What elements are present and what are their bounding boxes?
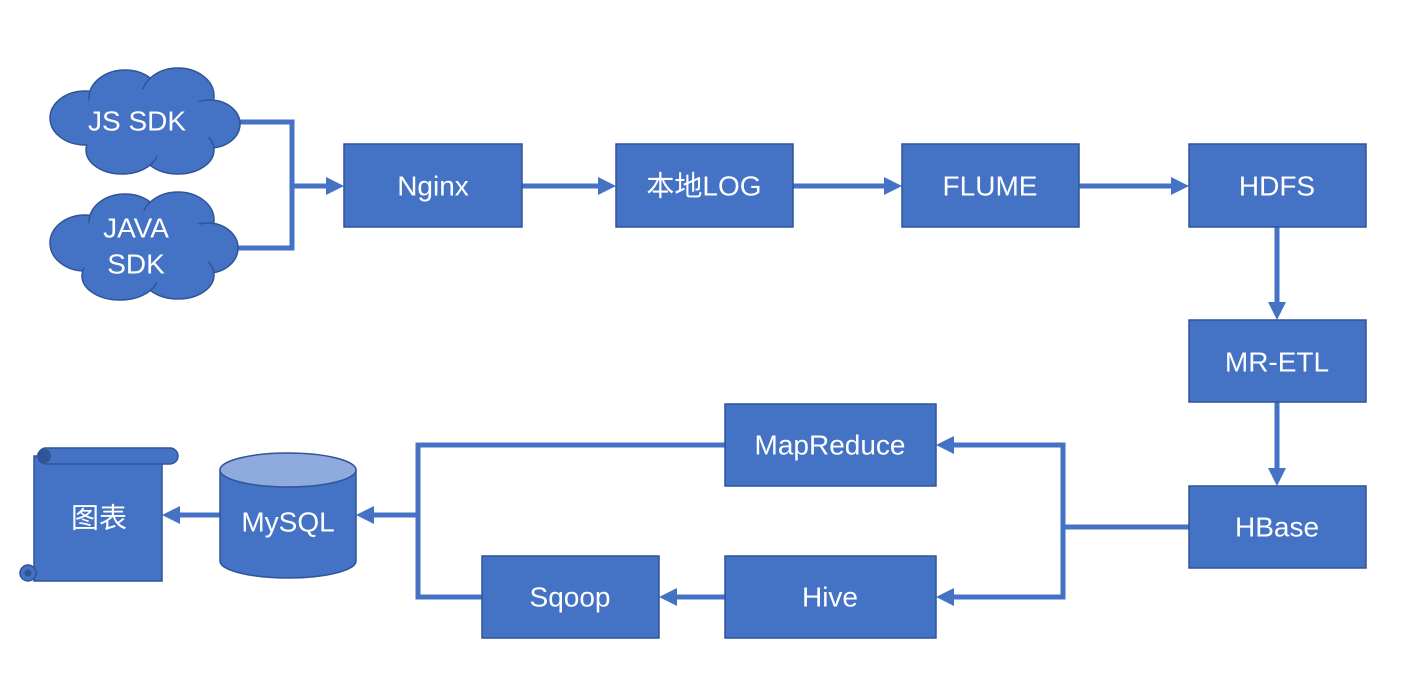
node-nginx: Nginx [343,143,523,228]
scroll-bottom-curl-inner [24,569,32,577]
node-flume-box [901,143,1080,228]
node-chart: 图表 [19,447,179,582]
node-java-sdk: JAVA SDK [49,191,239,301]
scroll-top-roll [37,447,179,465]
arrowhead-into-hive [936,588,954,606]
arrowhead-into-nginx [326,177,344,195]
node-sqoop-label: Sqoop [530,582,611,613]
arrowhead-into-local-log [598,177,616,195]
node-hdfs-box [1188,143,1367,228]
node-sqoop: Sqoop [481,555,660,639]
node-java-sdk-label-line2: SDK [107,249,165,280]
cylinder-top [219,452,357,488]
node-hdfs-label: HDFS [1239,171,1315,202]
connector-hbase-to-mapreduce [952,442,1066,527]
node-mr-etl-box [1188,319,1367,403]
arrowhead-into-flume [884,177,902,195]
scroll-top-curl [37,449,51,463]
cloud-shape [49,191,239,301]
node-local-log: 本地LOG [615,143,794,228]
connector-sqoop-to-mysql [415,515,482,600]
arrowhead-into-chart [162,506,180,524]
arrowhead-into-hdfs [1171,177,1189,195]
node-java-sdk-label-line1: JAVA [103,213,169,244]
node-flume: FLUME [901,143,1080,228]
arrowhead-into-sqoop [659,588,677,606]
connector-hbase-to-hive [952,527,1066,600]
node-mysql-label: MySQL [241,507,334,538]
node-hbase-box [1188,485,1367,569]
arrowhead-into-mr-etl [1268,302,1286,320]
cylinder-body [219,469,357,579]
node-mapreduce-box [724,403,937,487]
node-js-sdk: JS SDK [49,67,241,175]
node-hbase: HBase [1188,485,1367,569]
node-mapreduce: MapReduce [724,403,937,487]
node-hive: Hive [724,555,937,639]
cloud-shape [49,67,241,175]
connectors [162,119,1286,606]
connector-js-sdk-to-nginx [236,119,328,189]
node-js-sdk-label: JS SDK [88,106,186,137]
connector-java-sdk-to-nginx [236,186,295,251]
node-mysql: MySQL [219,452,357,579]
node-nginx-label: Nginx [397,171,469,202]
node-hdfs: HDFS [1188,143,1367,228]
node-mr-etl-label: MR-ETL [1225,347,1329,378]
node-mr-etl: MR-ETL [1188,319,1367,403]
arrowhead-into-mysql [356,506,374,524]
node-sqoop-box [481,555,660,639]
node-flume-label: FLUME [943,171,1038,202]
node-nginx-box [343,143,523,228]
node-local-log-box [615,143,794,228]
node-hbase-label: HBase [1235,512,1319,543]
node-hive-box [724,555,937,639]
node-chart-label: 图表 [71,503,127,534]
arrowhead-into-hbase [1268,468,1286,486]
connector-mapreduce-to-mysql [372,442,725,518]
node-hive-label: Hive [802,582,858,613]
node-local-log-label: 本地LOG [646,171,761,202]
arrowhead-into-mapreduce [936,436,954,454]
node-mapreduce-label: MapReduce [755,430,906,461]
